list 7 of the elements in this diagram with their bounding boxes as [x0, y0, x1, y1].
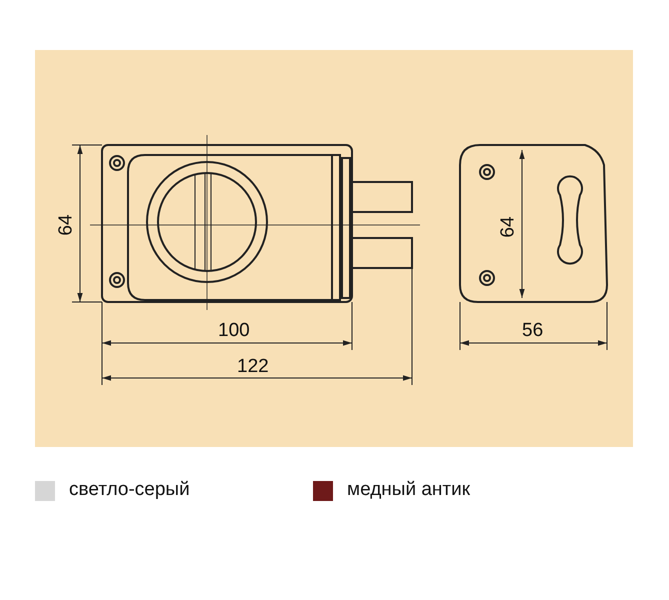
- dimension-label: 64: [56, 214, 77, 236]
- dimension-label: 122: [237, 357, 269, 377]
- legend-label: медный антик: [347, 479, 470, 501]
- dimension-label: 100: [218, 321, 250, 341]
- dimension-label: 64: [498, 216, 519, 238]
- legend-label: светло-серый: [69, 479, 190, 501]
- dimension-label: 56: [522, 321, 544, 341]
